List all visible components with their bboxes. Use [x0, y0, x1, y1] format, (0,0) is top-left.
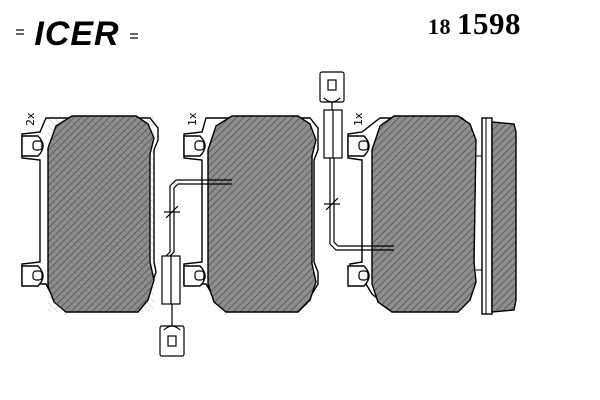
wear-sensor-2 — [159, 179, 232, 357]
brake-pad-1: 2x — [21, 112, 159, 313]
side-view-friction — [491, 121, 517, 313]
friction-material-3 — [371, 115, 477, 313]
sensor-wire-2 — [165, 179, 232, 257]
brake-pad-3: 1x — [319, 71, 477, 313]
logo-lines — [16, 29, 138, 39]
part-number-prefix: 18 — [428, 14, 451, 39]
wear-sensor-3 — [319, 71, 394, 251]
icer-logo-text: ICER — [34, 15, 119, 53]
sensor-wire-3 — [329, 158, 394, 251]
pad-1-qty: 2x — [24, 112, 37, 126]
pad-side-view — [476, 117, 517, 315]
pad-2-qty: 1x — [186, 112, 199, 126]
icer-logo: ICER — [16, 15, 138, 53]
side-view-backing — [481, 117, 493, 315]
friction-material-2 — [207, 115, 317, 313]
part-number-main: 1598 — [457, 6, 521, 41]
pad-3-qty: 1x — [352, 112, 365, 126]
brake-pad-2: 1x — [159, 112, 319, 357]
